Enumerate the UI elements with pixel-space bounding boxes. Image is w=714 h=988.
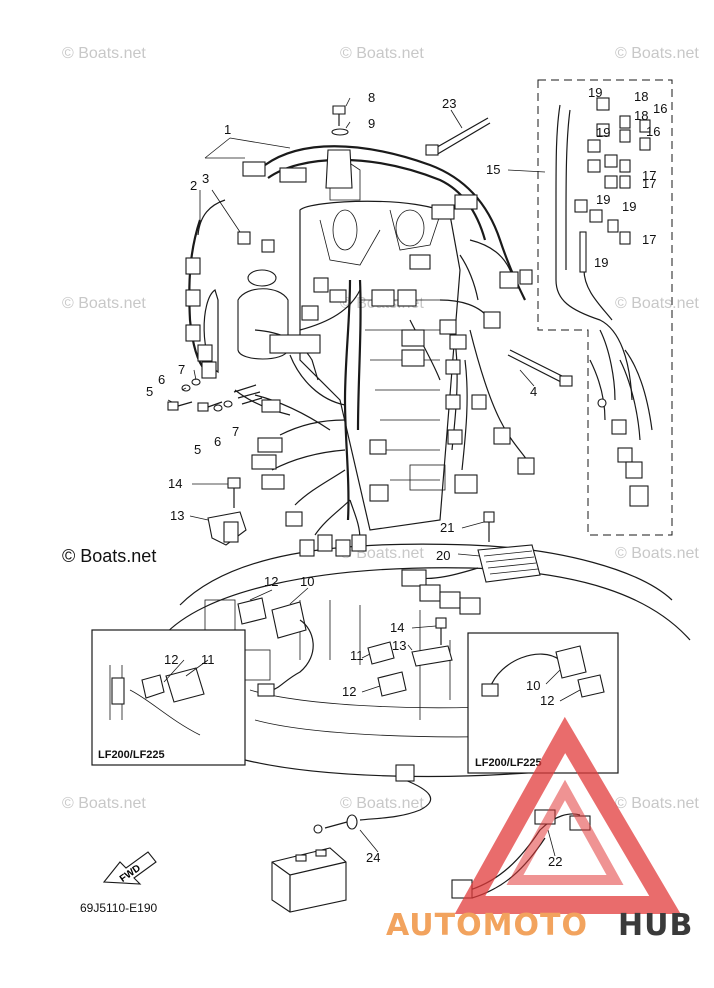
callout-17: 17 — [642, 176, 656, 191]
drawing-code: 69J5110-E190 — [80, 901, 158, 915]
copyright-notice: © Boats.net — [62, 546, 156, 566]
cable-tie-4 — [507, 349, 573, 387]
callout-6: 6 — [214, 434, 221, 449]
callout-1: 1 — [224, 122, 231, 137]
callout-numbers: 1 2 4 3 5 5 6 6 7 7 8 9 10 10 11 11 12 1… — [146, 85, 667, 869]
watermark: © Boats.net — [615, 45, 699, 62]
watermark: © Boats.net — [62, 795, 146, 812]
callout-18: 18 — [634, 108, 648, 123]
callout-19: 19 — [594, 255, 608, 270]
bolt-washer-top — [325, 105, 353, 189]
callout-13: 13 — [170, 508, 184, 523]
inset-left: LF200/LF225 — [91, 629, 246, 766]
watermark: © Boats.net — [62, 45, 146, 62]
callout-17: 17 — [642, 232, 656, 247]
brand-part2: HUB — [618, 908, 693, 943]
callout-14: 14 — [168, 476, 182, 491]
callout-10: 10 — [300, 574, 314, 589]
battery-cable — [271, 764, 432, 913]
fuse-holder-middle — [367, 617, 453, 697]
callout-11: 11 — [350, 648, 364, 663]
fwd-arrow-icon: FWD — [102, 851, 157, 885]
callout-19: 19 — [596, 192, 610, 207]
callout-12: 12 — [540, 693, 554, 708]
inset-left-label: LF200/LF225 — [98, 749, 165, 761]
callout-7: 7 — [178, 362, 185, 377]
cable-tie-23 — [425, 117, 491, 156]
bolt-bracket-left — [207, 477, 247, 546]
callout-6: 6 — [158, 372, 165, 387]
callout-12: 12 — [342, 684, 356, 699]
callout-21: 21 — [440, 520, 454, 535]
callout-11: 11 — [201, 652, 215, 667]
fuse-holder-left — [237, 597, 314, 697]
callout-5: 5 — [146, 384, 153, 399]
harness-connectors — [185, 161, 535, 557]
callout-15: 15 — [486, 162, 500, 177]
brand-logo: AUTOMOTO HUB — [386, 716, 693, 943]
callout-23: 23 — [442, 96, 456, 111]
callout-18: 18 — [634, 89, 648, 104]
callout-14: 14 — [390, 620, 404, 635]
callout-24: 24 — [366, 850, 380, 865]
callout-4: 4 — [530, 384, 537, 399]
bottom-cowling — [159, 543, 691, 778]
callout-9: 9 — [368, 116, 375, 131]
callout-19: 19 — [622, 199, 636, 214]
callout-5: 5 — [194, 442, 201, 457]
callout-22: 22 — [548, 854, 562, 869]
watermark: © Boats.net — [615, 295, 699, 312]
brand-part1: AUTOMOTO — [386, 908, 588, 943]
watermark: © Boats.net — [62, 295, 146, 312]
watermark: © Boats.net — [615, 795, 699, 812]
callout-16: 16 — [646, 124, 660, 139]
rectifier-regulator — [401, 511, 541, 615]
callout-17: 17 — [642, 168, 656, 183]
callout-16: 16 — [653, 101, 667, 116]
sub-harness-box — [537, 79, 673, 536]
screws-washers — [167, 378, 263, 412]
callout-13: 13 — [392, 638, 406, 653]
watermark: © Boats.net — [615, 545, 699, 562]
callout-12: 12 — [164, 652, 178, 667]
leader-lines — [163, 97, 581, 857]
callout-19: 19 — [588, 85, 602, 100]
callout-19: 19 — [596, 125, 610, 140]
main-wire-harness — [188, 145, 528, 541]
watermark: © Boats.net — [340, 795, 424, 812]
callout-7: 7 — [232, 424, 239, 439]
inset-right: LF200/LF225 — [467, 632, 619, 774]
inset-right-label: LF200/LF225 — [475, 757, 542, 769]
callout-3: 3 — [202, 171, 209, 186]
callout-10: 10 — [526, 678, 540, 693]
callout-2: 2 — [190, 178, 197, 193]
watermark: © Boats.net — [340, 45, 424, 62]
callout-20: 20 — [436, 548, 450, 563]
callout-8: 8 — [368, 90, 375, 105]
callout-12: 12 — [264, 574, 278, 589]
